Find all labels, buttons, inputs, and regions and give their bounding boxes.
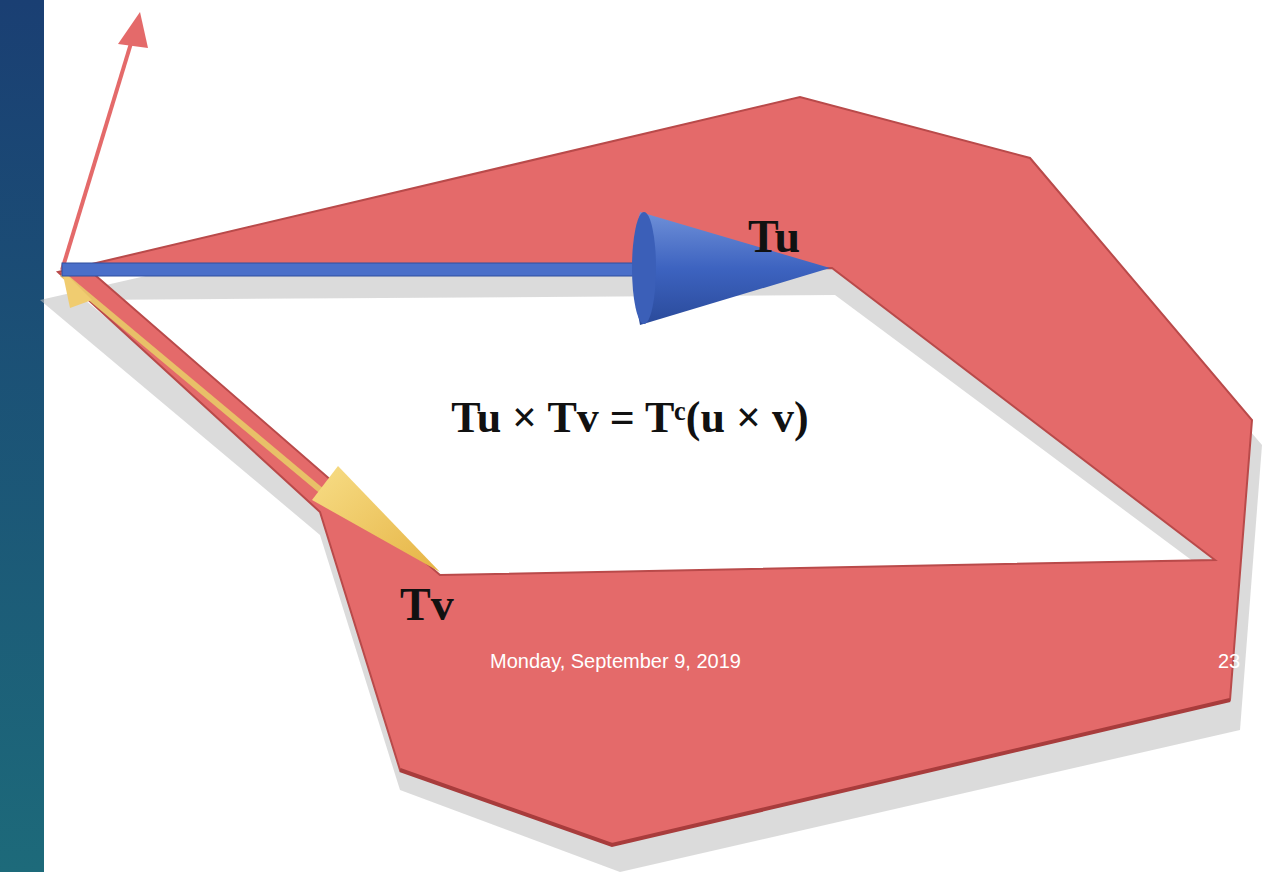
frame-edge [400, 700, 1230, 845]
tv-arrowhead [312, 466, 440, 572]
slide-date: Monday, September 9, 2019 [490, 650, 741, 673]
normal-arrowhead [118, 12, 148, 48]
normal-arrow [62, 40, 132, 270]
tu-arrowhead [634, 212, 830, 325]
vector-label: Tv [400, 578, 454, 631]
slide-number: 23 [1218, 650, 1240, 673]
tu-arrowhead-base [632, 212, 656, 324]
parallelogram-frame [58, 97, 1252, 845]
tu-arrow-shaft [62, 263, 662, 276]
formula: Tu × Tv = Tᶜ(u × v) [451, 392, 808, 443]
slide-side-strip [0, 0, 44, 872]
vector-label: Tu [748, 210, 800, 263]
tv-arrow-shaft [62, 274, 330, 498]
